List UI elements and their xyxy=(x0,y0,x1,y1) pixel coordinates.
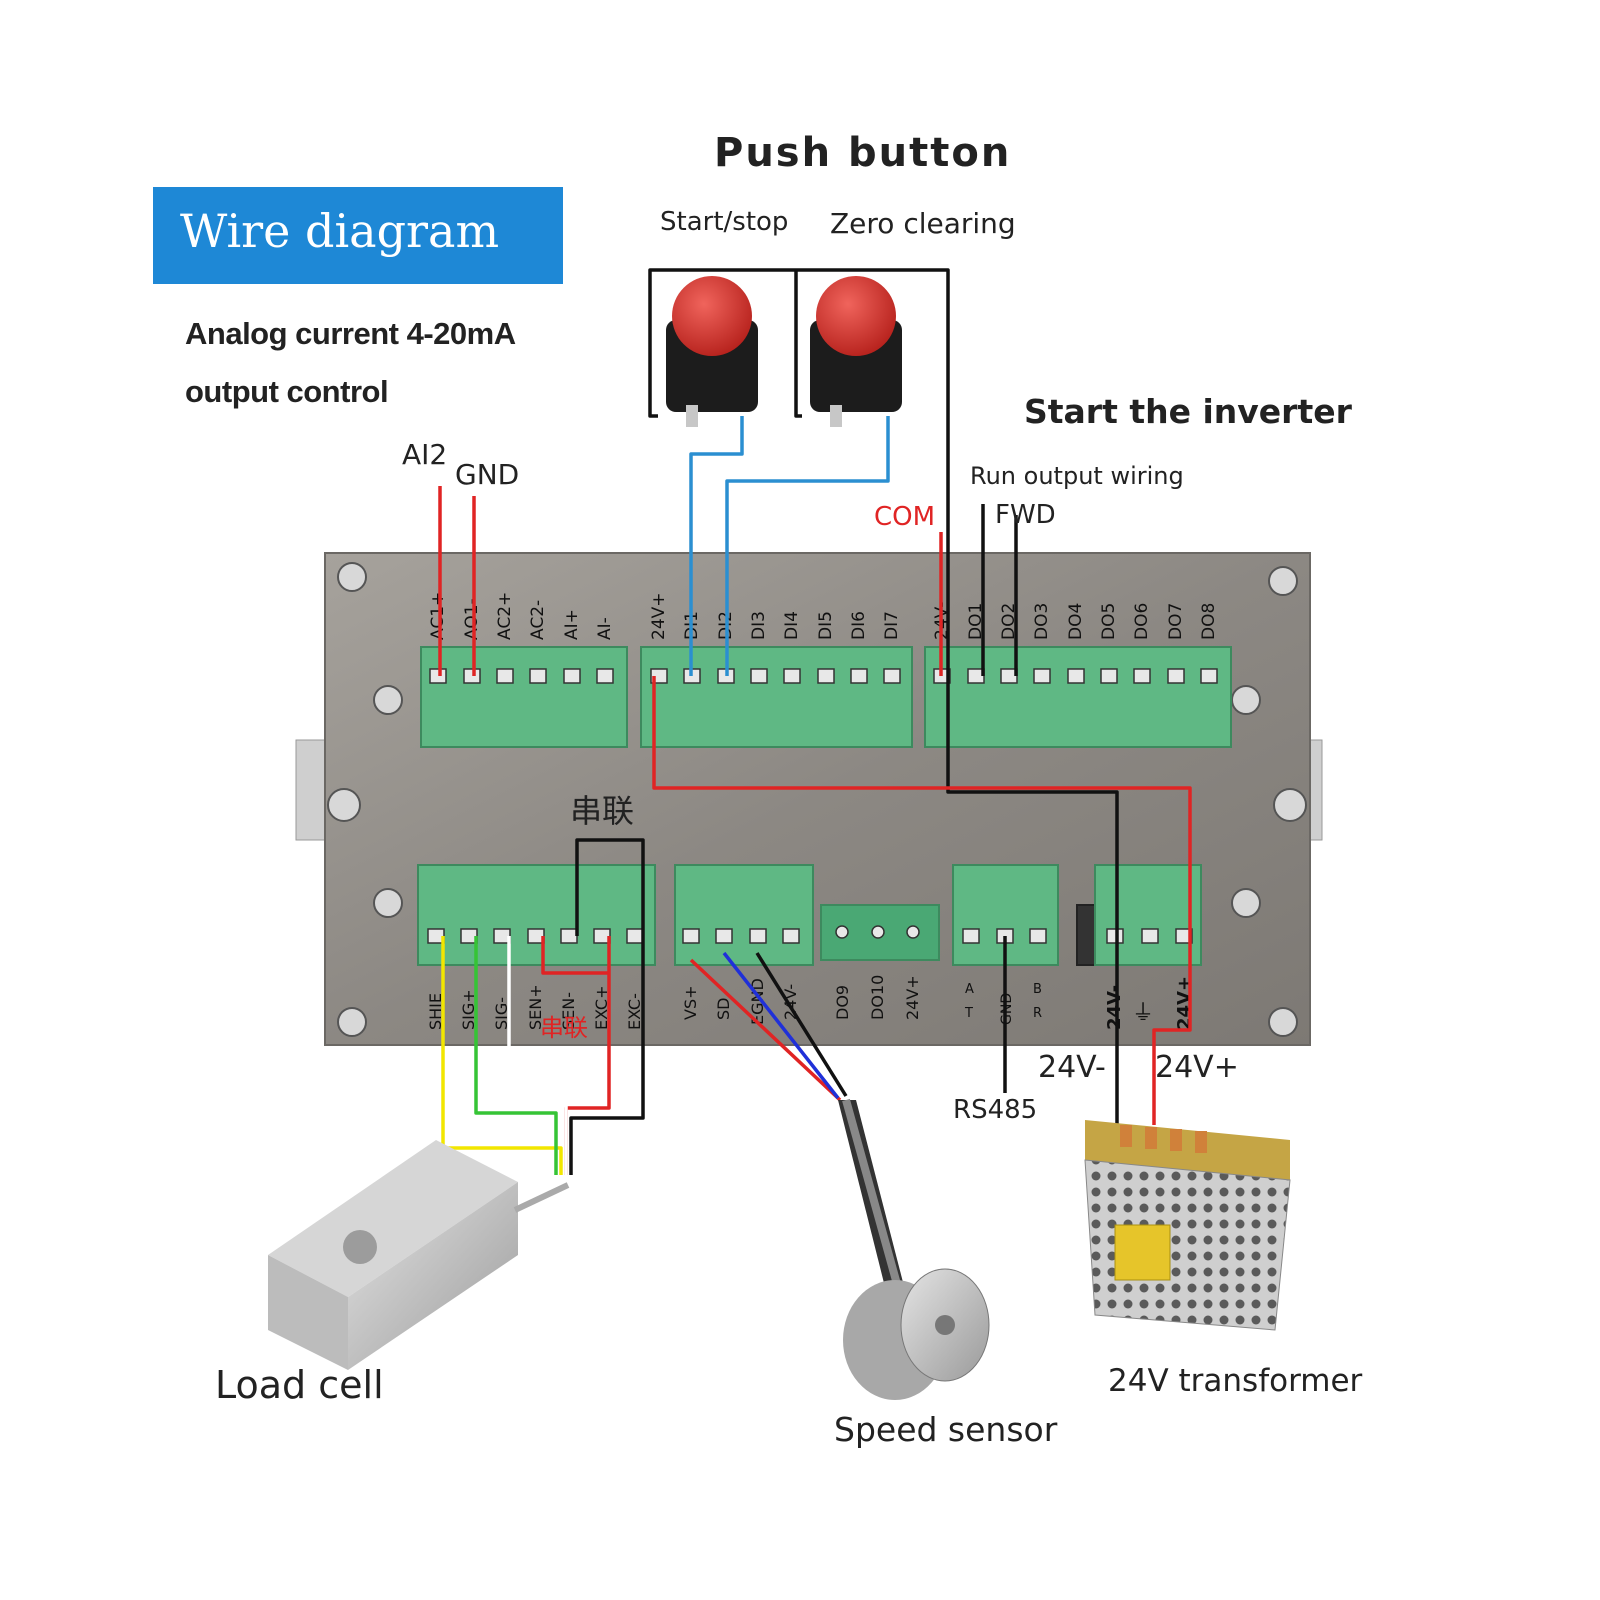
terminal-label: GND xyxy=(999,993,1015,1025)
terminal-label: A xyxy=(965,982,974,997)
speed-sensor-device xyxy=(838,1098,990,1400)
terminal-label: SEN+ xyxy=(526,984,545,1030)
ai2-label: AI2 xyxy=(402,438,448,471)
terminal-label: DI4 xyxy=(782,611,802,640)
load-cell-label: Load cell xyxy=(215,1363,384,1407)
terminal-label: DI6 xyxy=(849,611,869,640)
terminal-label: 24V+ xyxy=(1174,976,1195,1030)
zero-clearing-label: Zero clearing xyxy=(830,207,1016,240)
terminal-label: AC1+ xyxy=(428,592,448,640)
run-output-label: Run output wiring xyxy=(970,462,1184,490)
series-label-bottom: 串联 xyxy=(540,1014,588,1042)
terminal-label: DO8 xyxy=(1199,603,1219,640)
terminal-label: 24V+ xyxy=(649,592,669,640)
transformer-device xyxy=(1084,1120,1291,1331)
terminal-label: SIG+ xyxy=(459,989,478,1030)
terminal-label: DO4 xyxy=(1066,603,1086,640)
terminal-label: SIG- xyxy=(492,997,511,1030)
terminal-label: AC2- xyxy=(528,600,548,640)
transformer-label: 24V transformer xyxy=(1108,1363,1363,1399)
subtitle-line-1: Analog current 4-20mA xyxy=(185,316,516,351)
v24-plus-label: 24V+ xyxy=(1155,1050,1239,1085)
subtitle-line-2: output control xyxy=(185,374,389,409)
terminal-label: DO10 xyxy=(868,975,887,1020)
terminal-label: DO3 xyxy=(1032,603,1052,640)
terminal-label: DO6 xyxy=(1132,603,1152,640)
terminal-label: SEN- xyxy=(559,992,578,1030)
bottom-terminal-labels: SHIE SIG+ SIG- SEN+ SEN- EXC+ EXC- VS+ S… xyxy=(426,975,1195,1030)
rs485-label: RS485 xyxy=(953,1095,1038,1125)
terminal-label: 24V- xyxy=(1104,985,1125,1030)
title-banner xyxy=(153,187,563,284)
terminal-blocks xyxy=(417,646,1232,966)
terminal-label: AI- xyxy=(595,617,615,640)
push-button-zero-clearing xyxy=(810,276,902,427)
speed-sensor-label: Speed sensor xyxy=(834,1410,1058,1449)
terminal-label: DO5 xyxy=(1099,603,1119,640)
ground-icon: ⏚ xyxy=(1132,1001,1154,1026)
terminal-label: AI+ xyxy=(562,609,582,640)
terminal-label: DO2 xyxy=(999,603,1019,640)
inverter-heading: Start the inverter xyxy=(1024,392,1352,431)
terminal-label: 24V+ xyxy=(903,975,922,1020)
com-label: COM xyxy=(874,502,936,532)
start-stop-label: Start/stop xyxy=(660,207,789,237)
terminal-label: VS+ xyxy=(681,985,700,1020)
terminal-label: AO1- xyxy=(462,598,482,640)
terminal-label: DO7 xyxy=(1166,603,1186,640)
terminal-label: DI3 xyxy=(749,611,769,640)
series-label: 串联 xyxy=(570,792,635,830)
terminal-label: SHIE xyxy=(426,993,445,1030)
terminal-label: T xyxy=(964,1006,973,1021)
v24-minus-label: 24V- xyxy=(1038,1050,1106,1085)
panel-screws xyxy=(327,562,1307,1037)
terminal-label: SD xyxy=(714,998,733,1020)
terminal-label: EXC+ xyxy=(592,986,611,1030)
terminal-label: AC2+ xyxy=(495,592,515,640)
terminal-label: DI5 xyxy=(816,611,836,640)
terminal-label: DO1 xyxy=(966,603,986,640)
push-button-start-stop xyxy=(666,276,758,427)
load-cell-device xyxy=(268,1140,570,1370)
terminal-label: EXC- xyxy=(625,993,644,1030)
terminal-label: B xyxy=(1033,982,1042,997)
fwd-label: FWD xyxy=(995,500,1056,530)
terminal-label: 24V- xyxy=(781,984,800,1020)
terminal-label: R xyxy=(1033,1006,1042,1021)
push-button-heading: Push button xyxy=(714,130,1012,176)
terminal-label: DO9 xyxy=(833,985,852,1020)
terminal-label: DI7 xyxy=(882,611,902,640)
diagram-title: Wire diagram xyxy=(180,204,500,258)
gnd-label: GND xyxy=(455,458,520,491)
wires xyxy=(438,268,1192,1175)
